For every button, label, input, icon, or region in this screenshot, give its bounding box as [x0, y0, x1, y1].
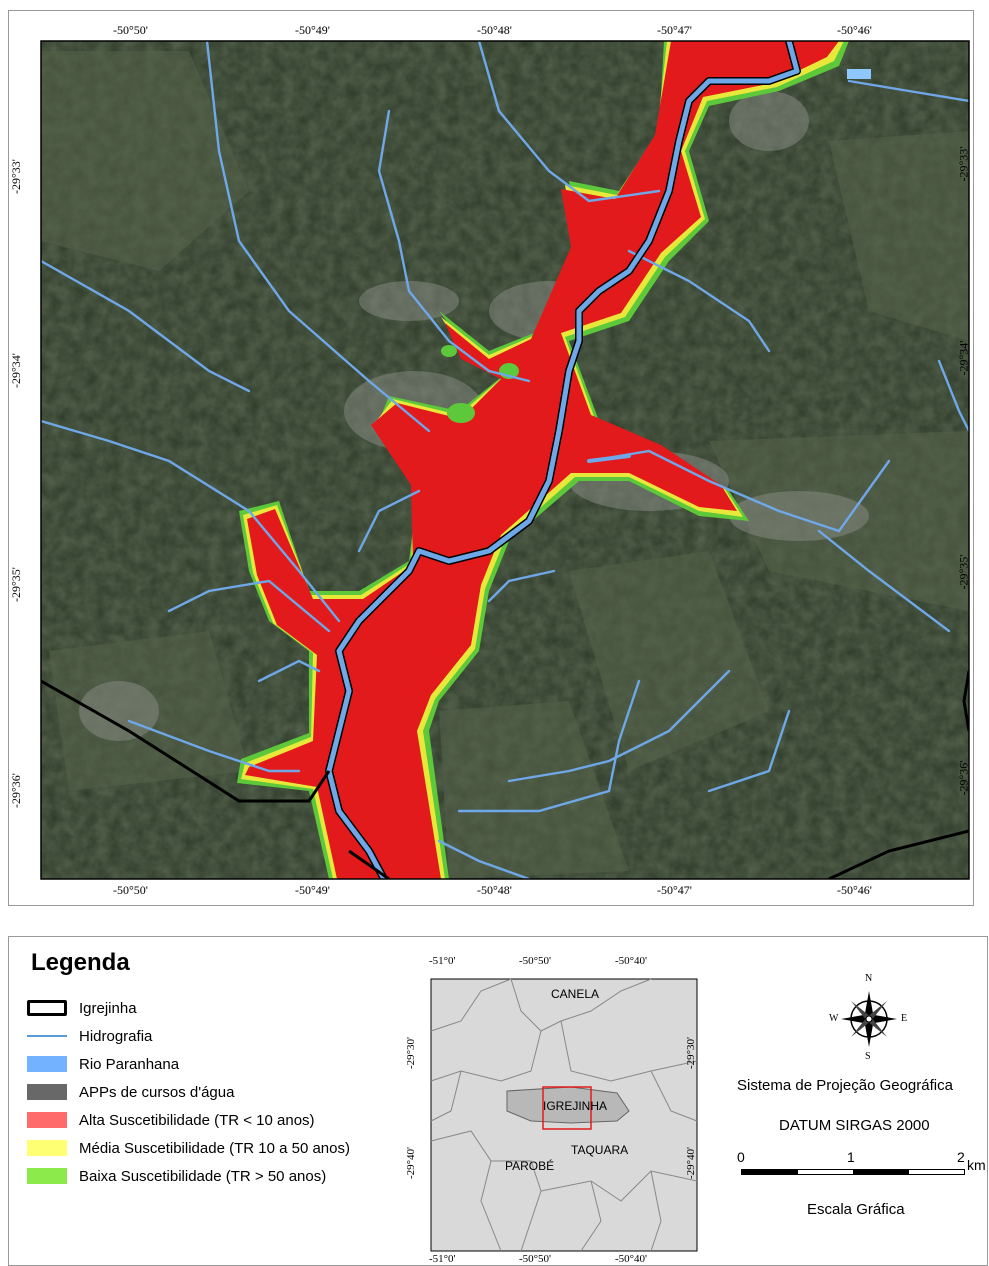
left-tick-1: -29°33' — [8, 159, 23, 194]
place-taquara: TAQUARA — [571, 1143, 629, 1157]
inset-right-tick-1: -29°30' — [685, 1036, 698, 1070]
line-swatch — [27, 1035, 67, 1037]
south-label: S — [865, 1051, 871, 1062]
east-label: E — [901, 1013, 908, 1024]
top-tick-3: -50°48' — [477, 23, 512, 37]
right-tick-3: -29°35' — [957, 555, 972, 590]
inset-top-tick-1: -51°0' — [429, 955, 456, 967]
scale-title: Escala Gráfica — [807, 1201, 905, 1218]
right-tick-1: -29°33' — [957, 147, 972, 182]
fill-swatch — [27, 1168, 67, 1184]
legend-label: Média Suscetibilidade (TR 10 a 50 anos) — [79, 1139, 350, 1157]
legend-item-baixa: Baixa Suscetibilidade (TR > 50 anos) — [27, 1167, 326, 1185]
place-parobe: PAROBÉ — [505, 1159, 555, 1173]
left-tick-4: -29°36' — [8, 773, 23, 808]
scale-unit: km — [967, 1157, 986, 1173]
legend-item-hidrografia: Hidrografia — [27, 1027, 152, 1045]
bottom-tick-2: -50°49' — [295, 883, 330, 897]
compass-rose-icon — [841, 991, 897, 1047]
north-arrow: N S W E — [829, 973, 909, 1062]
boundary-swatch — [27, 1000, 67, 1016]
top-tick-2: -50°49' — [295, 23, 330, 37]
datum-text: DATUM SIRGAS 2000 — [779, 1117, 930, 1134]
legend-item-rio-paranhana: Rio Paranhana — [27, 1055, 179, 1073]
bottom-tick-4: -50°47' — [657, 883, 692, 897]
left-tick-2: -29°34' — [8, 353, 23, 388]
legend-label: Hidrografia — [79, 1027, 153, 1045]
legend-title: Legenda — [31, 949, 130, 976]
scale-bar: 0 1 2 km — [737, 1149, 989, 1209]
legend-item-media: Média Suscetibilidade (TR 10 a 50 anos) — [27, 1139, 350, 1157]
scale-label-1: 1 — [847, 1149, 855, 1165]
high-susceptibility-zone — [245, 41, 839, 879]
study-area-box — [542, 1086, 592, 1130]
left-tick-3: -29°35' — [8, 567, 23, 602]
west-label: W — [829, 1013, 839, 1024]
inset-left-tick-2: -29°40' — [405, 1146, 418, 1180]
municipality-borders — [430, 978, 698, 1252]
projection-text: Sistema de Projeção Geográfica — [737, 1077, 953, 1094]
inset-map-drawing — [430, 978, 698, 1252]
satellite-map[interactable] — [9, 11, 975, 907]
right-tick-4: -29°36' — [957, 761, 972, 796]
top-tick-1: -50°50' — [113, 23, 148, 37]
inset-map[interactable]: -51°0' -50°50' -50°40' -51°0' -50°50' -5… — [405, 955, 705, 1265]
inset-bottom-tick-3: -50°40' — [615, 1253, 648, 1265]
place-igrejinha: IGREJINHA — [543, 1099, 608, 1113]
fill-swatch — [27, 1112, 67, 1128]
bottom-tick-3: -50°48' — [477, 883, 512, 897]
bottom-tick-5: -50°46' — [837, 883, 872, 897]
inset-bottom-tick-2: -50°50' — [519, 1253, 552, 1265]
legend-label: APPs de cursos d'água — [79, 1083, 235, 1101]
scale-label-2: 2 — [957, 1149, 965, 1165]
fill-swatch — [27, 1056, 67, 1072]
hidrografia-streams — [41, 41, 969, 879]
main-map-frame: -50°50' -50°49' -50°48' -50°47' -50°46' … — [8, 10, 974, 906]
inset-top-tick-3: -50°40' — [615, 955, 648, 967]
legend-label: Alta Suscetibilidade (TR < 10 anos) — [79, 1111, 315, 1129]
north-label: N — [865, 973, 873, 984]
legend-panel: Legenda Igrejinha Hidrografia Rio Paranh… — [8, 936, 988, 1266]
legend-label: Baixa Suscetibilidade (TR > 50 anos) — [79, 1167, 327, 1185]
rio-paranhana — [325, 41, 801, 879]
inset-top-tick-2: -50°50' — [519, 955, 552, 967]
pool-feature — [847, 69, 871, 79]
top-tick-4: -50°47' — [657, 23, 692, 37]
map-neatline — [40, 40, 970, 880]
legend-label: Igrejinha — [79, 999, 137, 1017]
igrejinha-boundary — [41, 670, 969, 879]
fill-swatch — [27, 1140, 67, 1156]
scale-segments — [741, 1169, 965, 1175]
igrejinha-polygon — [506, 1086, 630, 1124]
legend-item-igrejinha: Igrejinha — [27, 999, 137, 1017]
fill-swatch — [27, 1084, 67, 1100]
place-canela: CANELA — [551, 987, 600, 1001]
inset-left-tick-1: -29°30' — [405, 1036, 418, 1070]
scale-label-0: 0 — [737, 1149, 745, 1165]
right-tick-2: -29°34' — [957, 341, 972, 376]
top-tick-5: -50°46' — [837, 23, 872, 37]
inset-right-tick-2: -29°40' — [685, 1146, 698, 1180]
legend-item-alta: Alta Suscetibilidade (TR < 10 anos) — [27, 1111, 315, 1129]
legend-item-apps: APPs de cursos d'água — [27, 1083, 234, 1101]
inset-bottom-tick-1: -51°0' — [429, 1253, 456, 1265]
legend-label: Rio Paranhana — [79, 1055, 180, 1073]
bottom-tick-1: -50°50' — [113, 883, 148, 897]
